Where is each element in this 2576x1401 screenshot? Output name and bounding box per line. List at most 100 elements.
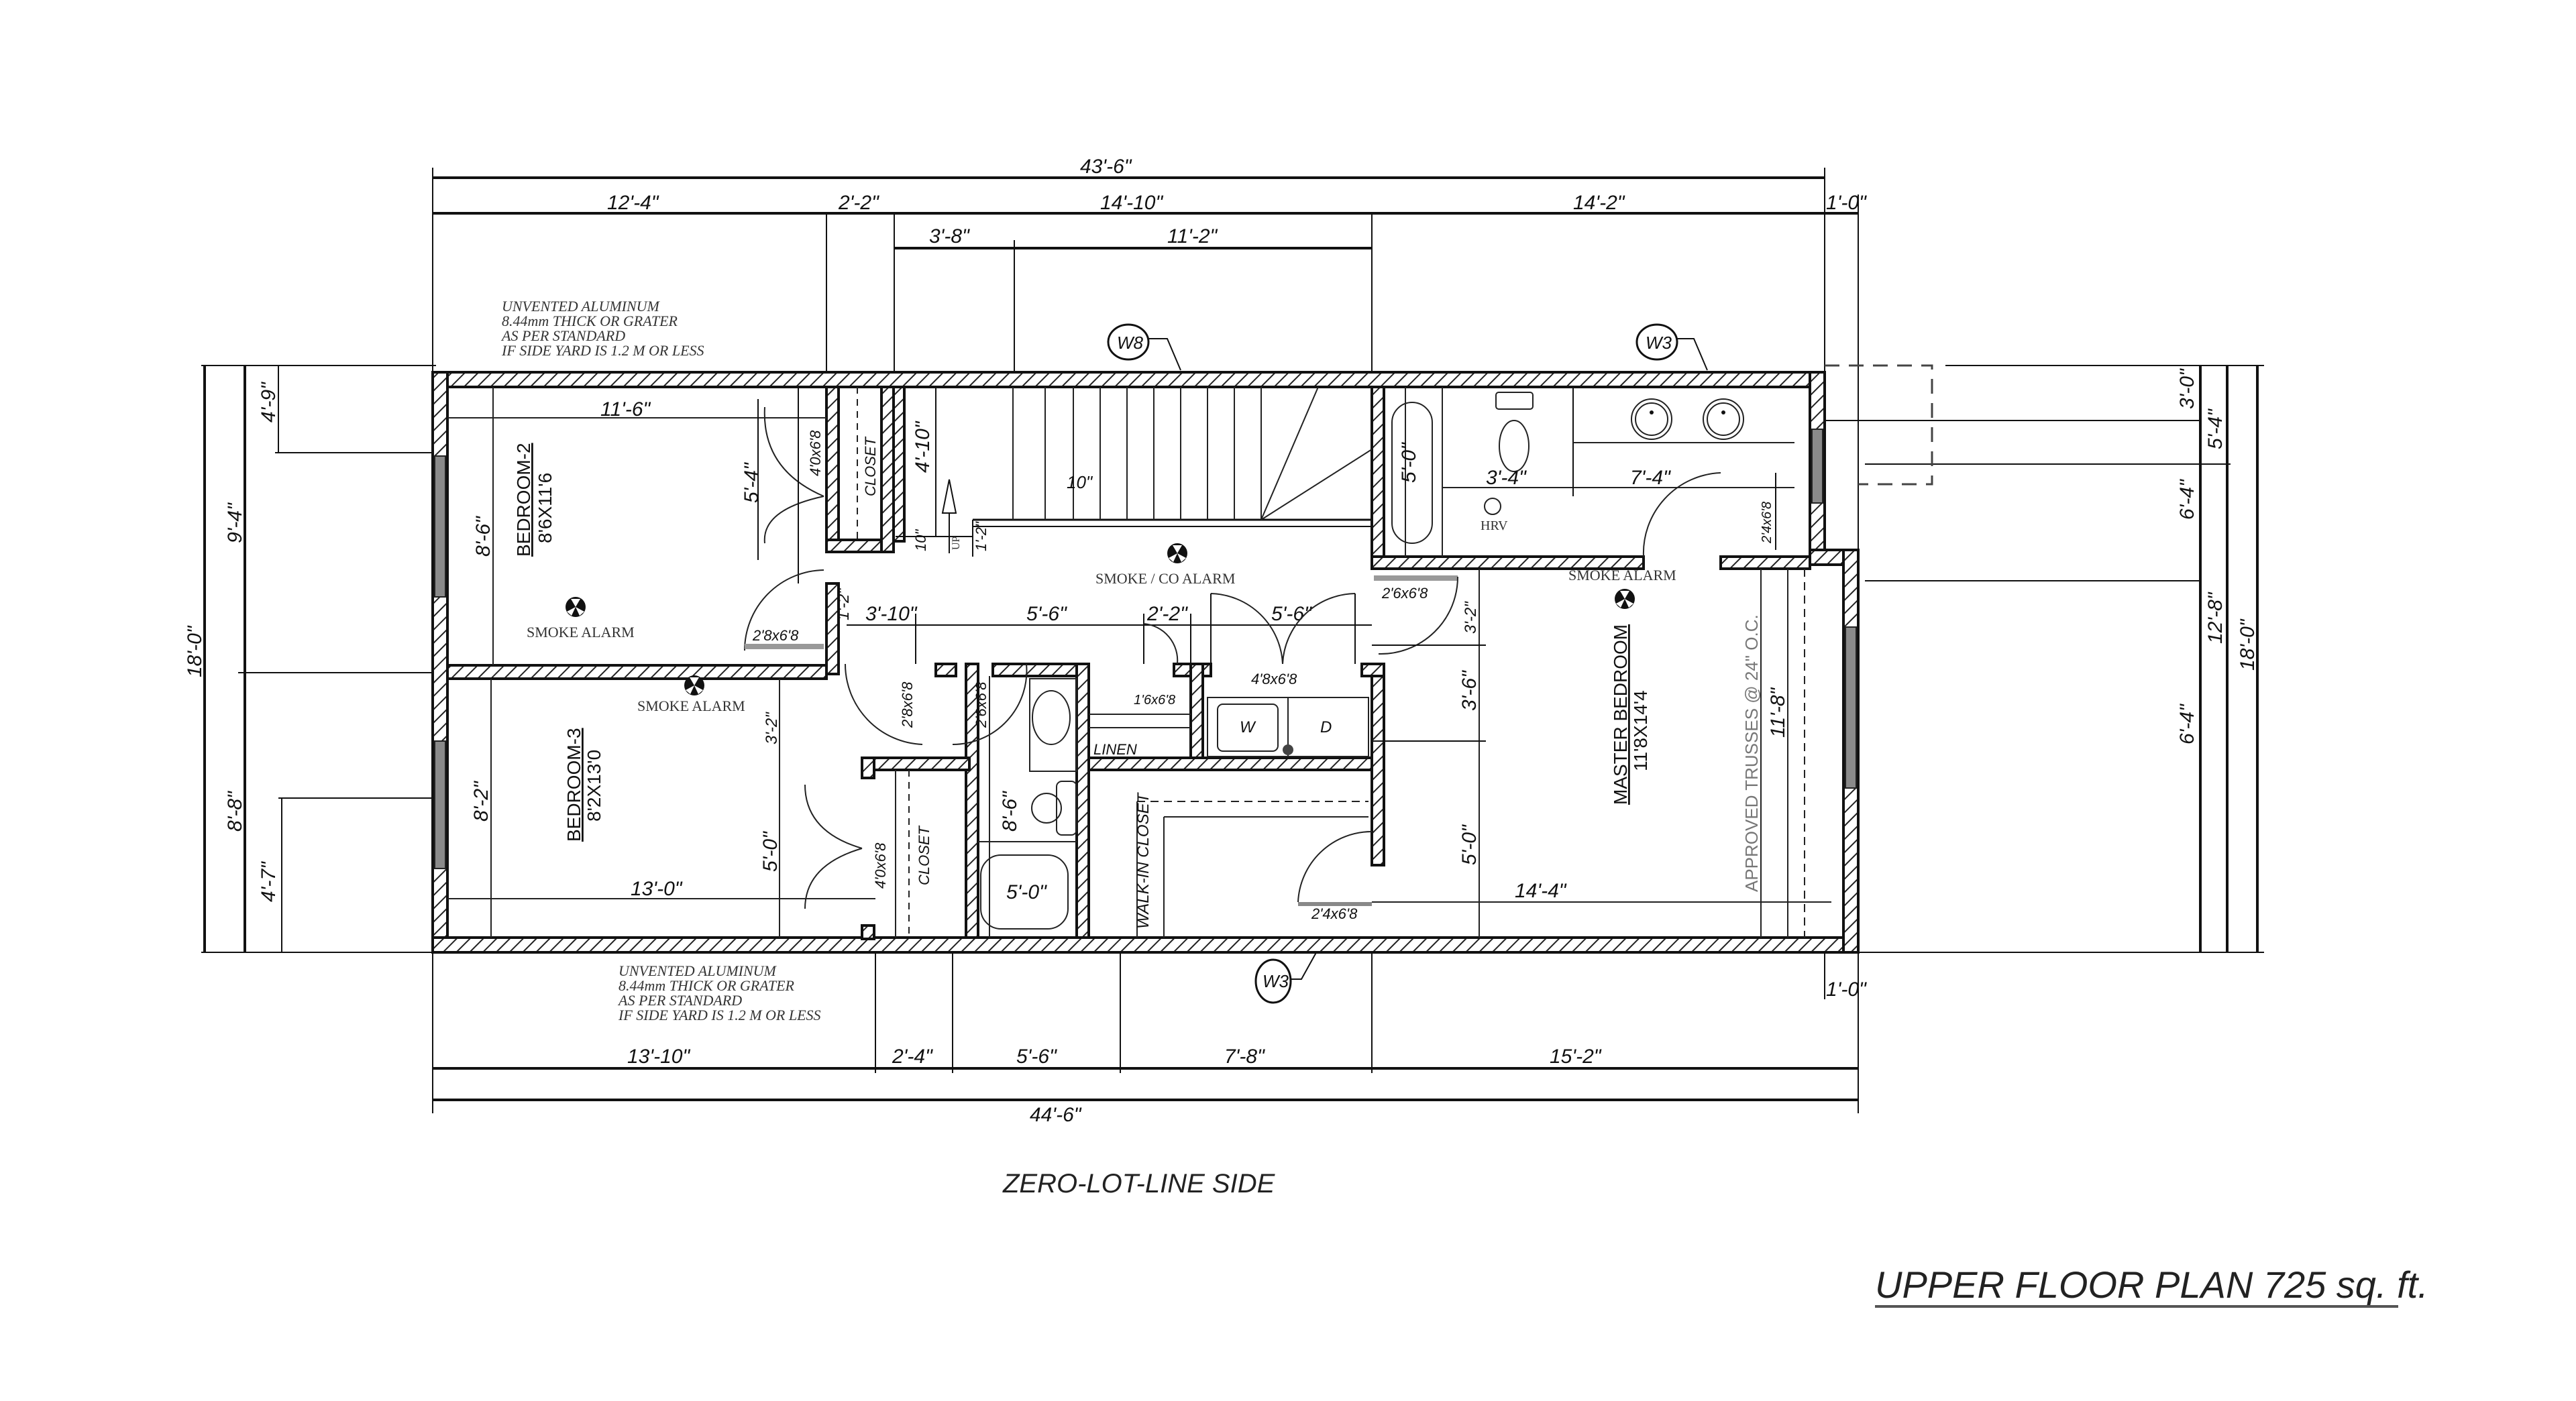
door-label: 2'6x6'8 [1381, 585, 1428, 602]
room-bedroom-3: 13'-0" 8'-2" BEDROOM-3 8'2X13'0 3'-2" 5'… [447, 675, 932, 938]
zero-lot-line-label: ZERO-LOT-LINE SIDE [1002, 1169, 1276, 1198]
dim-stair-2: 11'-2" [1167, 225, 1218, 247]
truss-note: APPROVED TRUSSES @ 24" O.C. [1741, 614, 1762, 892]
right-dimensions: 3'-0" 6'-4" 6'-4" 5'-4" 12'-8" 18'-0" [1825, 364, 2264, 953]
dim-right-inner-1: 3'-0" [2176, 368, 2198, 409]
note-line: AS PER STANDARD [500, 327, 625, 344]
alarm-label: SMOKE ALARM [1568, 567, 1676, 583]
hall-dimensions: 3'-10" 5'-6" 2'-2" 5'-6" 1'-2" 4'8x6'8 1… [835, 587, 1372, 708]
dim-left-inner-2: 4'-7" [258, 861, 280, 902]
note-line: IF SIDE YARD IS 1.2 M OR LESS [501, 342, 704, 359]
alarm-label: SMOKE ALARM [527, 624, 635, 640]
dim-closet-span: 5'-0" [759, 831, 782, 872]
hrv-label: HRV [1481, 518, 1508, 533]
dim-hall-small: 1'-2" [835, 587, 853, 620]
dim-left-mid-1: 9'-4" [224, 502, 246, 543]
window-tag-w8: W8 [1107, 323, 1181, 371]
dim-stair-run: 4'-10" [912, 421, 934, 473]
dim-master-c: 5'-0" [1458, 824, 1481, 865]
dim-top-4: 14'-2" [1573, 192, 1625, 214]
dim-closet-span: 5'-4" [741, 462, 763, 503]
floor-drain-icon [1283, 744, 1293, 755]
dim-right-mid-1: 5'-4" [2204, 408, 2226, 449]
dim-master-a: 3'-2" [1462, 601, 1480, 634]
dim-stair-1: 3'-8" [929, 225, 970, 247]
dim-landing: 10" [912, 529, 929, 551]
dim-landing-2: 1'-2" [973, 521, 989, 551]
up-label: UP [951, 536, 962, 550]
top-dimensions: 43'-6" 12'-4" 2'-2" 14'-10" 14'-2" 1'-0"… [432, 156, 1867, 550]
laundry-door-label: 4'8x6'8 [1251, 671, 1297, 687]
dim-bedroom2-depth: 8'-6" [472, 516, 494, 557]
bottom-note: UNVENTED ALUMINUM 8.44mm THICK OR GRATER… [617, 962, 821, 1023]
dim-top-1: 12'-4" [607, 192, 659, 214]
note-line: 8.44mm THICK OR GRATER [619, 977, 795, 994]
dim-bedroom3-depth: 8'-2" [470, 781, 492, 822]
top-note: UNVENTED ALUMINUM 8.44mm THICK OR GRATER… [500, 298, 704, 359]
door-label: 2'8x6'8 [899, 681, 916, 728]
dim-hall-1: 3'-10" [865, 603, 918, 625]
dim-ensuite-vanity: 7'-4" [1630, 467, 1671, 489]
linen-door-label: 1'6x6'8 [1134, 693, 1175, 708]
dim-bottom-4: 7'-8" [1224, 1046, 1265, 1068]
door-label: 2'4x6'8 [1311, 905, 1358, 922]
tag-label: W3 [1646, 333, 1672, 353]
dim-tread: 10" [1067, 472, 1093, 492]
window-tag-w3-top: W3 [1635, 323, 1708, 371]
room-size: 11'8X14'4 [1630, 690, 1651, 771]
up-arrow-icon [941, 479, 957, 553]
closet-door-label: 4'0x6'8 [807, 430, 824, 476]
dim-ensuite-wc: 3'-4" [1486, 467, 1527, 489]
dim-bottom-5: 15'-2" [1550, 1046, 1602, 1068]
dim-bottom-2: 2'-4" [892, 1046, 933, 1068]
interior-walls [446, 386, 1811, 940]
window-ensuite [1811, 429, 1823, 504]
door-label: 2'6x6'8 [973, 681, 989, 728]
room-name: BEDROOM-2 [513, 443, 534, 557]
room-hall-bath: 2'8x6'8 2'6x6'8 8'-6" 5'-0" [844, 663, 1077, 938]
room-laundry: W D [1207, 697, 1369, 757]
dim-left-inner-1: 4'-9" [258, 382, 280, 423]
smoke-alarm-icon [566, 597, 586, 617]
window-master [1845, 626, 1857, 789]
dim-bath-length: 8'-6" [999, 791, 1021, 832]
note-line: AS PER STANDARD [617, 992, 742, 1009]
plan-title: UPPER FLOOR PLAN 725 sq. ft. [1875, 1264, 2428, 1308]
dim-top-5: 1'-0" [1826, 192, 1867, 214]
room-size: 8'2X13'0 [584, 750, 604, 822]
tag-label: W3 [1263, 971, 1289, 991]
bottom-dimensions: 13'-10" 2'-4" 5'-6" 7'-8" 15'-2" 44'-6" … [432, 952, 1867, 1126]
dryer-label: D [1320, 718, 1332, 736]
dim-bottom-3: 5'-6" [1016, 1046, 1057, 1068]
room-master-bedroom: 2'6x6'8 3'-2" 3'-6" 5'-0" 14'-4" 11'-8" … [1372, 567, 1831, 938]
dim-top-2: 2'-2" [838, 192, 879, 214]
dim-right-inner-3: 6'-4" [2176, 704, 2198, 744]
dim-right-mid-2: 12'-8" [2204, 592, 2226, 644]
note-line: IF SIDE YARD IS 1.2 M OR LESS [618, 1007, 821, 1023]
room-name: MASTER BEDROOM [1610, 624, 1631, 805]
dim-hall-3: 2'-2" [1146, 603, 1188, 625]
note-line: 8.44mm THICK OR GRATER [502, 313, 678, 329]
dim-tub: 5'-0" [1006, 881, 1047, 903]
dim-master-width: 14'-4" [1515, 880, 1567, 902]
washer-label: W [1240, 718, 1256, 736]
window-tag-w3-bottom: W3 [1254, 948, 1319, 1004]
alarm-label: SMOKE / CO ALARM [1095, 570, 1235, 587]
closet-door-label: 4'0x6'8 [872, 842, 889, 889]
dim-bottom-right-offset: 1'-0" [1826, 978, 1867, 1001]
closet-label: CLOSET [916, 825, 932, 885]
walk-in-label: WALK-IN CLOSET [1134, 791, 1152, 929]
smoke-co-alarm-icon [1167, 543, 1187, 563]
dim-bottom-1: 13'-10" [627, 1046, 690, 1068]
room-ensuite: 5'-0" 3'-4" 7'-4" HRV 2'4x6'8 [1391, 387, 1794, 557]
exterior-walls [431, 371, 1860, 954]
dim-master-depth: 11'-8" [1767, 687, 1789, 738]
dim-ensuite-tub: 5'-0" [1398, 442, 1420, 483]
dim-top-3: 14'-10" [1100, 192, 1163, 214]
room-size: 8'6X11'6 [535, 473, 555, 543]
window-bedroom3 [434, 740, 446, 869]
note-line: UNVENTED ALUMINUM [502, 298, 661, 315]
room-linen: LINEN [1089, 714, 1191, 758]
linen-label: LINEN [1093, 741, 1137, 758]
